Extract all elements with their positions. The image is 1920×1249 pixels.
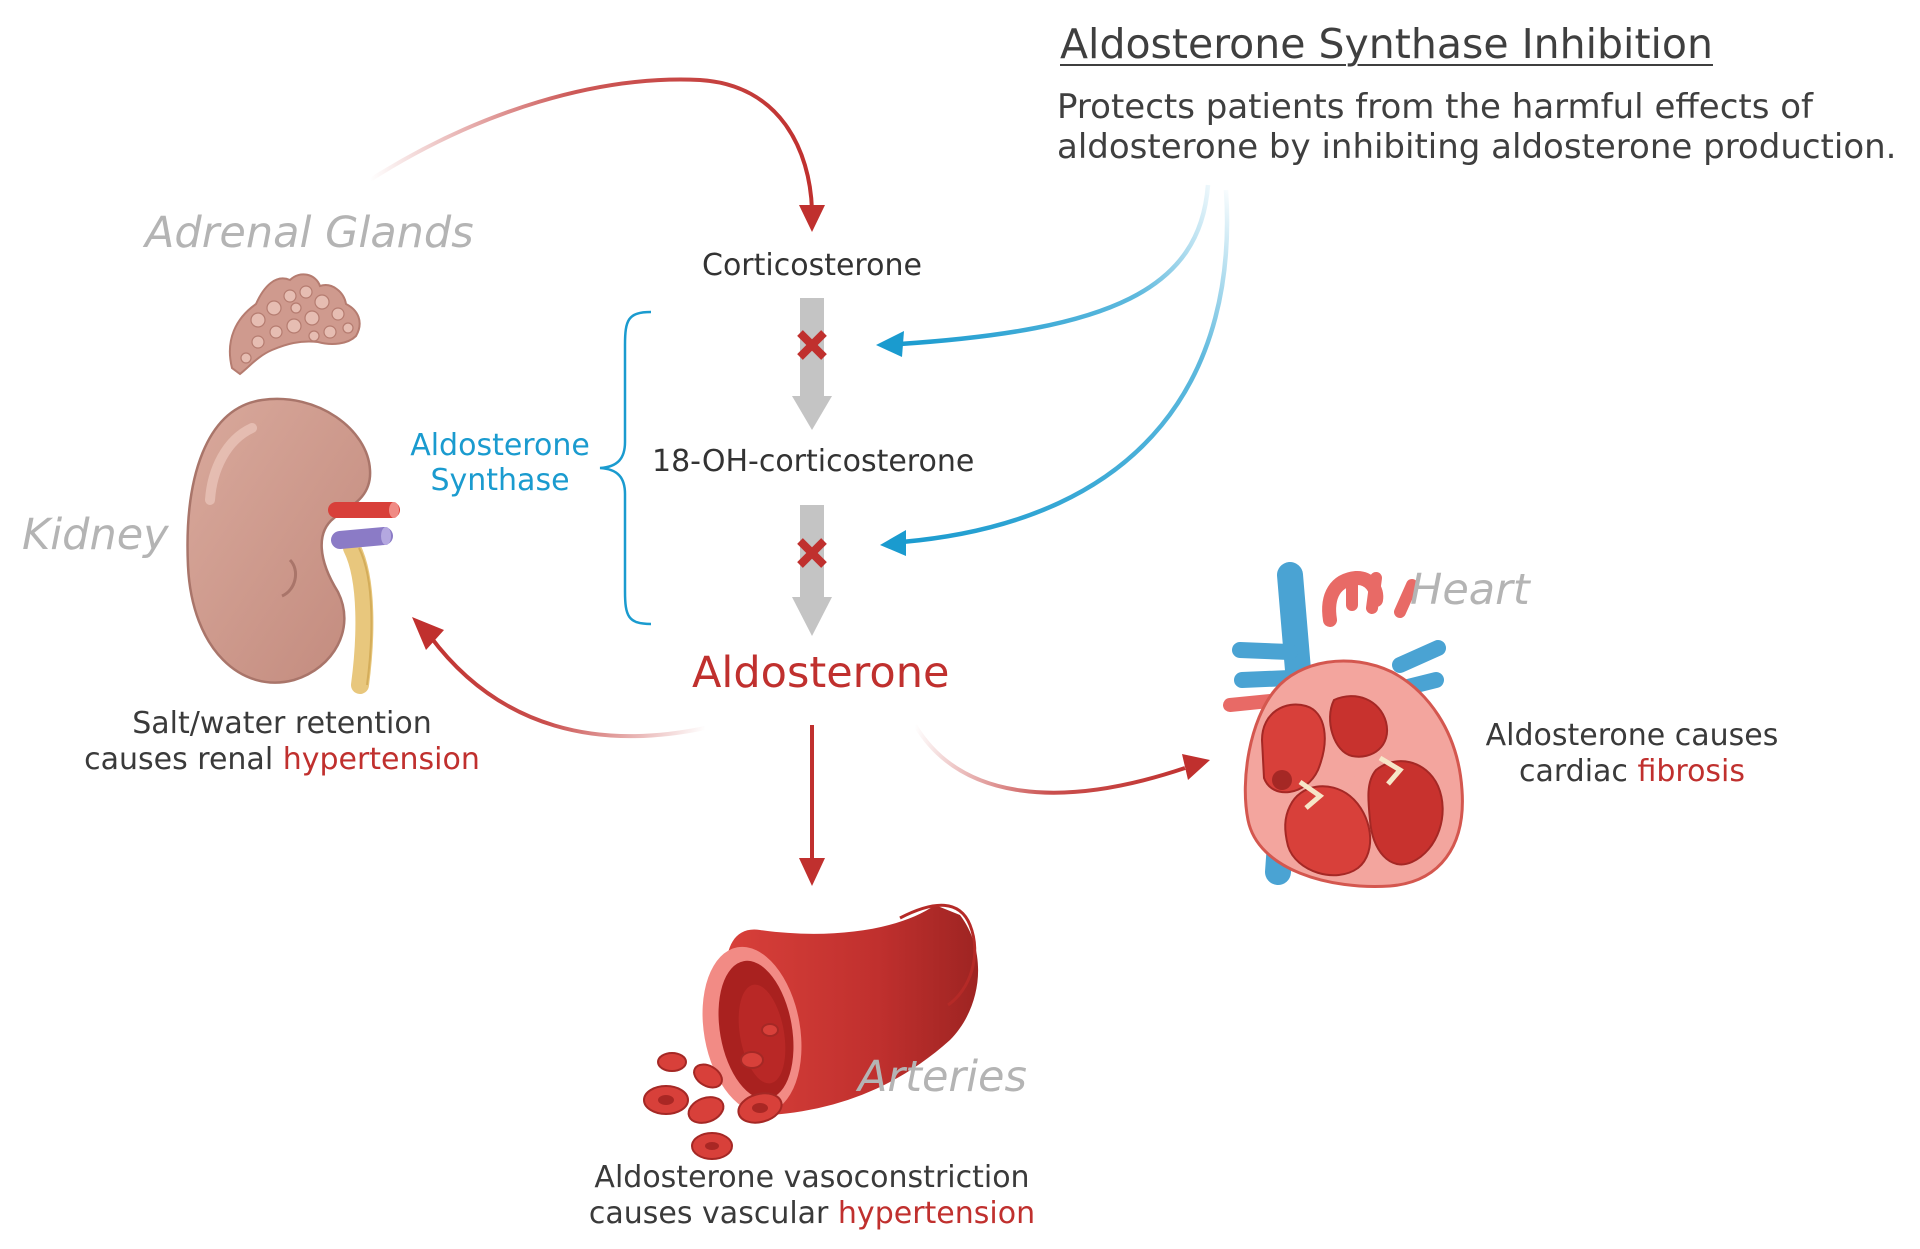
pathway-arrow-1	[792, 298, 832, 430]
adrenal-to-corticosterone-arrow	[368, 77, 825, 232]
kidney-effect-text: Salt/water retention causes renal hypert…	[62, 706, 502, 778]
organ-label-kidney: Kidney	[22, 510, 169, 560]
enzyme-label: Aldosterone Synthase	[400, 428, 600, 498]
subtitle-line-1: Protects patients from the harmful effec…	[1057, 87, 1814, 127]
heart-icon	[1223, 562, 1464, 888]
pathway-product-aldosterone: Aldosterone	[692, 648, 950, 698]
artery-effect-line-2: causes vascular hypertension	[562, 1196, 1062, 1232]
artery-icon	[643, 903, 979, 1160]
pathway-arrow-2	[792, 505, 832, 636]
artery-effect-highlight: hypertension	[837, 1196, 1036, 1231]
pathway-step-corticosterone: Corticosterone	[702, 248, 922, 283]
organ-label-adrenal-glands: Adrenal Glands	[145, 208, 474, 258]
aldosterone-to-heart-arrow	[913, 723, 1210, 795]
inhibition-cross-icon	[797, 330, 827, 360]
artery-effect-line-1: Aldosterone vasoconstriction	[594, 1160, 1030, 1195]
organ-label-arteries: Arteries	[858, 1052, 1027, 1102]
kidney-effect-line-1: Salt/water retention	[132, 706, 432, 741]
pathway-step-18oh-corticosterone: 18-OH-corticosterone	[652, 444, 975, 479]
heart-effect-line-2: cardiac fibrosis	[1452, 754, 1812, 790]
kidney-effect-prefix: causes renal	[84, 742, 283, 777]
diagram-title: Aldosterone Synthase Inhibition	[1060, 20, 1713, 68]
inhibitor-arrow-top	[876, 184, 1211, 357]
adrenal-gland-icon	[228, 273, 361, 376]
heart-effect-line-1: Aldosterone causes	[1485, 718, 1779, 753]
heart-effect-prefix: cardiac	[1518, 754, 1638, 789]
kidney-effect-line-2: causes renal hypertension	[62, 742, 502, 778]
artery-effect-text: Aldosterone vasoconstriction causes vasc…	[562, 1160, 1062, 1232]
heart-effect-text: Aldosterone causes cardiac fibrosis	[1452, 718, 1812, 790]
organ-label-heart: Heart	[1410, 565, 1530, 615]
inhibition-cross-icon	[797, 538, 827, 568]
kidney-icon	[186, 397, 400, 694]
aldosterone-to-kidney-arrow	[412, 617, 706, 739]
inhibitor-arrow-bottom	[880, 189, 1230, 556]
enzyme-bracket	[599, 310, 652, 626]
enzyme-label-line-2: Synthase	[430, 463, 570, 498]
diagram-subtitle: Protects patients from the harmful effec…	[1057, 87, 1897, 167]
heart-effect-highlight: fibrosis	[1637, 754, 1746, 789]
enzyme-label-line-1: Aldosterone	[410, 428, 590, 463]
kidney-effect-highlight: hypertension	[282, 742, 480, 777]
aldosterone-to-artery-arrow	[799, 725, 825, 886]
subtitle-line-2: aldosterone by inhibiting aldosterone pr…	[1057, 127, 1897, 167]
artery-effect-prefix: causes vascular	[588, 1196, 838, 1231]
